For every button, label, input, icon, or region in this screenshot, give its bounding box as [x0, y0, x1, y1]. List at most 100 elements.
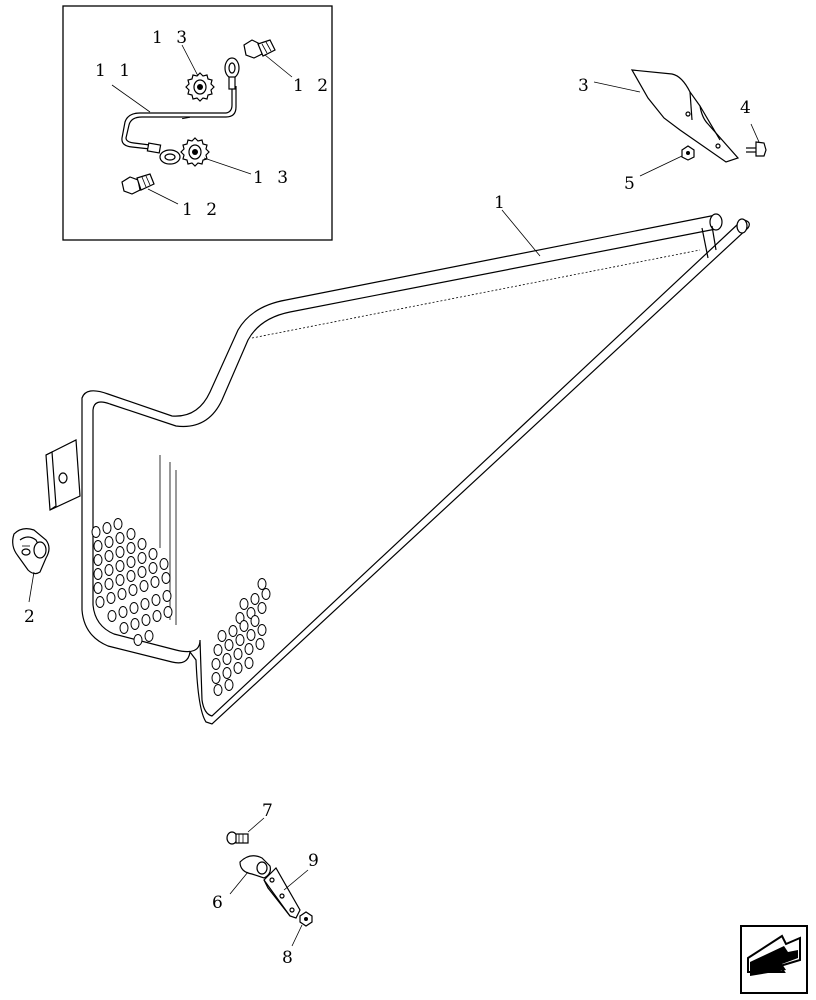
perforation-hole: [133, 634, 143, 646]
perforation-hole: [222, 667, 232, 679]
perforation-hole: [119, 622, 129, 634]
perforation-hole: [250, 593, 260, 605]
perforation-hole: [141, 614, 151, 626]
guard-frame: [81, 213, 750, 725]
callout-4: 4: [740, 98, 755, 118]
leader-3: [593, 81, 641, 93]
callout-8: 8: [282, 948, 297, 968]
callout-11: 1 1: [95, 61, 134, 81]
perforation-hole: [126, 542, 136, 554]
perforation-hole: [211, 658, 221, 670]
latch-part-2: [12, 528, 50, 603]
perforation-hole: [93, 540, 103, 552]
perforation-hole: [93, 582, 103, 594]
perforation-hole: [126, 570, 136, 582]
perforation-hole: [137, 566, 147, 578]
callout-7: 7: [262, 801, 277, 821]
perforation-hole: [117, 588, 127, 600]
perforation-hole: [148, 548, 158, 560]
perforation-hole: [104, 578, 114, 590]
clip-part-6: [229, 855, 271, 895]
perforation-hole: [126, 528, 136, 540]
perforation-hole: [222, 653, 232, 665]
callout-13-bottom: 1 3: [253, 168, 292, 188]
perforation-hole: [162, 590, 172, 602]
bolt-top: [243, 39, 276, 59]
perforation-hole: [239, 620, 249, 632]
perforation-hole: [115, 574, 125, 586]
bracket-part-9: [263, 867, 309, 919]
perforation-hole: [115, 532, 125, 544]
perforation-hole: [115, 546, 125, 558]
star-washer-bottom: [180, 137, 210, 167]
perforation-hole: [93, 554, 103, 566]
perforation-hole: [163, 606, 173, 618]
perforation-hole: [244, 657, 254, 669]
bracket-part-3: [630, 69, 740, 163]
perforation-hole: [152, 610, 162, 622]
perforation-hole: [224, 679, 234, 691]
callout-2: 2: [24, 607, 39, 627]
perforation-hole: [104, 550, 114, 562]
perforation-hole: [257, 602, 267, 614]
nut-part-8: [291, 911, 313, 947]
star-washer-top: [185, 72, 215, 102]
perforation-hole: [159, 558, 169, 570]
perforation-hole: [144, 630, 154, 642]
perforation-hole: [130, 618, 140, 630]
perforation-hole: [235, 634, 245, 646]
perforation-hole: [102, 522, 112, 534]
perforation-hole: [239, 598, 249, 610]
perforation-hole: [115, 560, 125, 572]
perforation-hole: [107, 610, 117, 622]
perforation-hole: [211, 672, 221, 684]
perforation-hole: [104, 536, 114, 548]
perforation-hole: [217, 630, 227, 642]
perforation-hole: [250, 615, 260, 627]
perforation-hole: [140, 598, 150, 610]
perforation-hole: [161, 572, 171, 584]
mounting-tab: [45, 439, 81, 511]
perforation-hole: [137, 538, 147, 550]
perforation-hole: [244, 643, 254, 655]
callout-6: 6: [212, 893, 227, 913]
perforation-hole: [106, 592, 116, 604]
bolt-part-7: [226, 817, 265, 845]
callout-12-top: 1 2: [293, 76, 332, 96]
perforation-hole: [118, 606, 128, 618]
perforation-hole: [151, 594, 161, 606]
direction-arrow-icon[interactable]: [740, 925, 808, 994]
perforation-hole: [128, 584, 138, 596]
hardware-group: [226, 817, 313, 947]
leader-1: [501, 209, 541, 257]
callout-1: 1: [494, 193, 509, 213]
callout-5: 5: [624, 174, 639, 194]
perforation-hole: [255, 638, 265, 650]
bolt-part-4: [746, 123, 767, 157]
perforation-hole: [213, 644, 223, 656]
inset-detail: 1 3 1 1 1 2 1 3 1 2: [62, 5, 333, 241]
perforation-hole: [233, 648, 243, 660]
perforation-hole: [213, 684, 223, 696]
perforation-hole: [257, 578, 267, 590]
perforation-hole: [129, 602, 139, 614]
callout-12-bottom: 1 2: [182, 200, 221, 220]
perforation-hole: [104, 564, 114, 576]
perforation-hole: [93, 568, 103, 580]
perforation-hole: [91, 526, 101, 538]
inset-leaders: [111, 44, 293, 205]
perforation-hole: [139, 580, 149, 592]
perforation-hole: [261, 588, 271, 600]
perforation-hole: [224, 639, 234, 651]
perforations-right: [211, 578, 271, 696]
perforation-hole: [150, 576, 160, 588]
perforation-hole: [246, 629, 256, 641]
nut-part-5: [639, 145, 695, 177]
callout-9: 9: [308, 851, 323, 871]
callout-3: 3: [578, 76, 593, 96]
inset-frame: [62, 5, 333, 241]
ground-strap: [121, 57, 240, 165]
perforation-hole: [126, 556, 136, 568]
perforation-hole: [113, 518, 123, 530]
